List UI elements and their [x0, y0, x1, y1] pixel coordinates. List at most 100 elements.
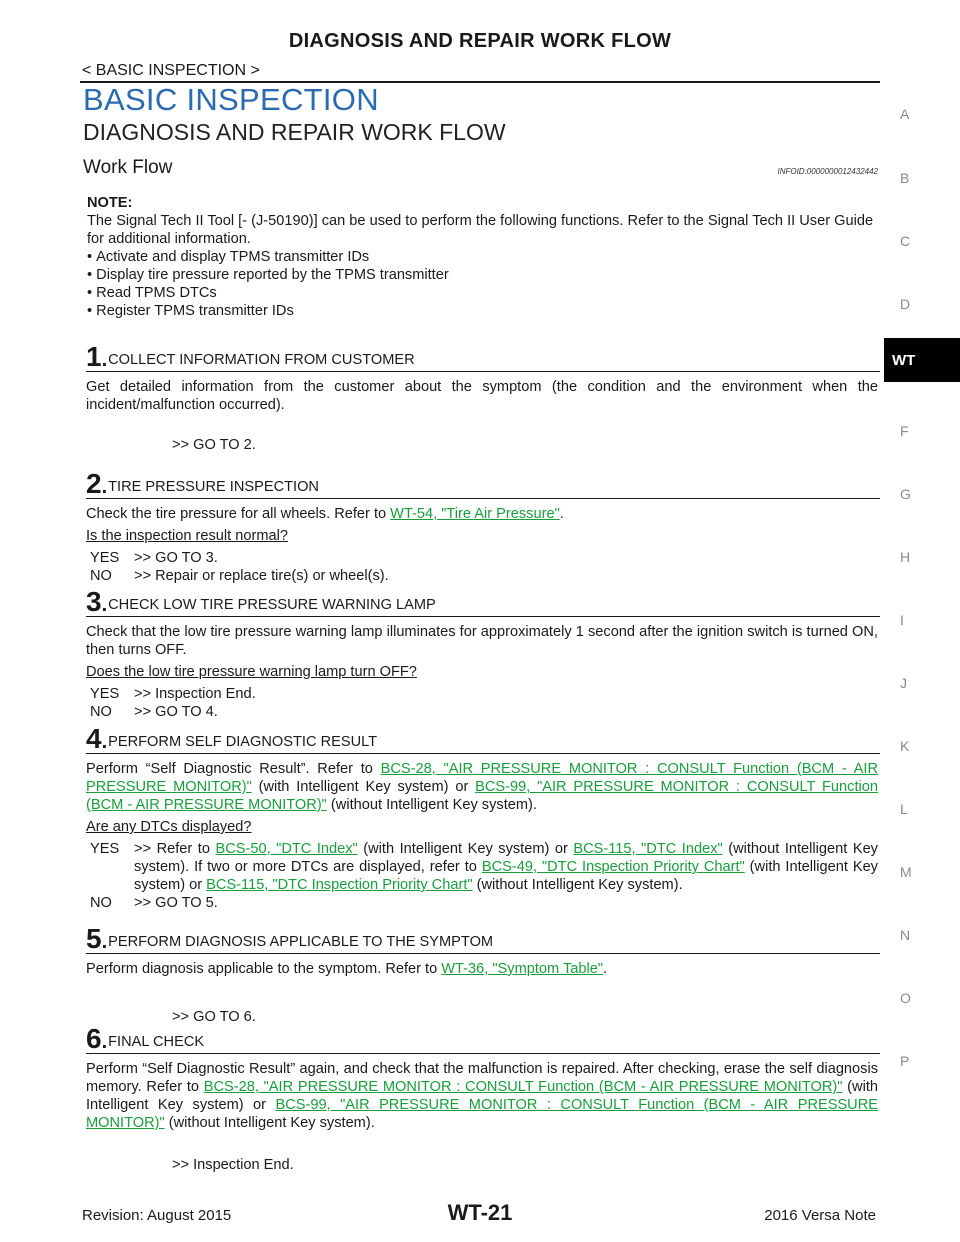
step-header: 4. PERFORM SELF DIAGNOSTIC RESULT: [86, 723, 880, 754]
body-text: Check the tire pressure for all wheels. …: [86, 506, 391, 522]
step-dot: .: [101, 1031, 108, 1053]
side-index-letter[interactable]: H: [900, 549, 911, 565]
side-index-letter[interactable]: F: [900, 423, 909, 439]
step-number: 6: [86, 1023, 102, 1054]
answer-key: YES: [90, 841, 120, 857]
side-index-active-tab[interactable]: WT: [884, 338, 960, 382]
answer-text: (with Intelligent Key system) or: [357, 841, 574, 857]
step-number: 1: [86, 341, 102, 372]
step-1: 1. COLLECT INFORMATION FROM CUSTOMER Get…: [86, 341, 880, 454]
step-question: Are any DTCs displayed?: [86, 819, 252, 835]
ref-link-bcs28[interactable]: BCS-28, "AIR PRESSURE MONITOR : CONSULT …: [86, 761, 878, 795]
side-index-letter[interactable]: G: [900, 486, 911, 502]
body-text: Perform “Self Diagnostic Result” again, …: [86, 1061, 878, 1095]
ref-link-bcs99[interactable]: BCS-99, "AIR PRESSURE MONITOR : CONSULT …: [86, 779, 878, 813]
ref-link-wt36[interactable]: WT-36, "Symptom Table": [441, 961, 604, 977]
answer-value: >> GO TO 5.: [134, 895, 218, 911]
note-block: NOTE: The Signal Tech II Tool [- (J-5019…: [87, 194, 877, 320]
answer-text: (without Intelligent Key system).: [472, 877, 683, 893]
step-number: 2: [86, 468, 102, 499]
step-question: Is the inspection result normal?: [86, 528, 288, 544]
step-body: Get detailed information from the custom…: [86, 379, 878, 413]
side-index-letter[interactable]: B: [900, 170, 910, 186]
step-title: TIRE PRESSURE INSPECTION: [108, 479, 319, 495]
side-index-letter[interactable]: P: [900, 1053, 910, 1069]
note-item: Read TPMS DTCs: [87, 284, 877, 302]
side-index-letter[interactable]: D: [900, 296, 911, 312]
step-title: PERFORM SELF DIAGNOSTIC RESULT: [108, 734, 378, 750]
step-number: 3: [86, 586, 102, 617]
answer-no: NO>> GO TO 5.: [90, 894, 878, 912]
answer-no: NO >> Repair or replace tire(s) or wheel(…: [90, 567, 878, 585]
ref-link-bcs115-priority[interactable]: BCS-115, "DTC Inspection Priority Chart": [206, 877, 473, 893]
answer-text: (with Intelligent Key system) or: [134, 859, 878, 893]
step-title: COLLECT INFORMATION FROM CUSTOMER: [108, 352, 415, 368]
section-title: BASIC INSPECTION: [83, 82, 379, 117]
step-header: 6. FINAL CHECK: [86, 1023, 880, 1054]
side-index-letter[interactable]: C: [900, 233, 911, 249]
side-index-letter[interactable]: K: [900, 738, 910, 754]
step-5: 5. PERFORM DIAGNOSIS APPLICABLE TO THE S…: [86, 925, 880, 1026]
answer-value: >> Inspection End.: [134, 686, 256, 702]
body-text: .: [603, 961, 608, 977]
body-text: Perform diagnosis applicable to the symp…: [86, 961, 442, 977]
subsection-title: DIAGNOSIS AND REPAIR WORK FLOW: [83, 119, 506, 145]
step-header: 5. PERFORM DIAGNOSIS APPLICABLE TO THE S…: [86, 925, 880, 954]
side-index-letter[interactable]: N: [900, 927, 911, 943]
side-index-letter[interactable]: I: [900, 612, 904, 628]
step-dot: .: [101, 476, 108, 498]
step-dot: .: [101, 731, 108, 753]
answers: YES >> GO TO 3. NO >> Repair or replace ti…: [90, 549, 880, 585]
ref-link-bcs50[interactable]: BCS-50, "DTC Index": [215, 841, 358, 857]
step-header: 1. COLLECT INFORMATION FROM CUSTOMER: [86, 341, 880, 372]
step-goto: >> GO TO 2.: [172, 437, 256, 453]
header-rule: [80, 81, 880, 83]
side-index-letter[interactable]: A: [900, 106, 910, 122]
step-goto: >> GO TO 6.: [172, 1009, 256, 1025]
step-dot: .: [101, 349, 108, 371]
ref-link-wt54[interactable]: WT-54, "Tire Air Pressure": [390, 506, 560, 522]
note-text: The Signal Tech II Tool [- (J-50190)] ca…: [87, 213, 874, 247]
answer-value: >> Repair or replace tire(s) or wheel(s)…: [134, 568, 389, 584]
ref-link-bcs49[interactable]: BCS-49, "DTC Inspection Priority Chart": [481, 859, 745, 875]
step-title: PERFORM DIAGNOSIS APPLICABLE TO THE SYMP…: [108, 934, 494, 950]
step-title: CHECK LOW TIRE PRESSURE WARNING LAMP: [108, 597, 436, 613]
step-header: 3. CHECK LOW TIRE PRESSURE WARNING LAMP: [86, 586, 880, 617]
step-dot: .: [101, 594, 108, 616]
side-index-letter[interactable]: J: [900, 675, 907, 691]
footer-page-number: WT-21: [447, 1200, 513, 1225]
answer-value: >> GO TO 3.: [134, 550, 218, 566]
page-header-title: DIAGNOSIS AND REPAIR WORK FLOW: [288, 30, 672, 52]
step-2: 2. TIRE PRESSURE INSPECTION Check the ti…: [86, 468, 880, 585]
side-index-letter[interactable]: O: [900, 990, 911, 1006]
step-4: 4. PERFORM SELF DIAGNOSTIC RESULT Perfor…: [86, 723, 880, 912]
answer-yes: YES >> GO TO 3.: [90, 549, 878, 567]
answer-no: NO >> GO TO 4.: [90, 703, 878, 721]
answer-key: NO: [90, 568, 112, 584]
ref-link-bcs28[interactable]: BCS-28, "AIR PRESSURE MONITOR : CONSULT …: [203, 1079, 843, 1095]
step-header: 2. TIRE PRESSURE INSPECTION: [86, 468, 880, 499]
answer-yes: YES >> Refer to BCS-50, "DTC Index" (wit…: [90, 840, 878, 894]
topic-title: Work Flow: [83, 157, 173, 178]
step-number: 4: [86, 723, 102, 754]
footer-model: 2016 Versa Note: [764, 1207, 876, 1224]
step-body: Check that the low tire pressure warning…: [86, 624, 878, 658]
body-text: (with Intelligent Key system) or: [86, 1079, 878, 1113]
ref-link-bcs115[interactable]: BCS-115, "DTC Index": [573, 841, 723, 857]
answer-key: NO: [90, 704, 112, 720]
step-dot: .: [101, 931, 108, 953]
note-label: NOTE:: [87, 195, 133, 211]
answer-text: (without Intelligent Key system). If two…: [134, 841, 878, 875]
step-6: 6. FINAL CHECK Perform “Self Diagnostic …: [86, 1023, 880, 1174]
body-text: .: [559, 506, 564, 522]
note-item: Activate and display TPMS transmitter ID…: [87, 248, 877, 266]
answer-yes: YES>> Inspection End.: [90, 685, 878, 703]
answers: YES >> Refer to BCS-50, "DTC Index" (wit…: [90, 840, 880, 912]
footer-revision: Revision: August 2015: [82, 1207, 232, 1224]
note-item: Register TPMS transmitter IDs: [87, 302, 877, 320]
ref-link-bcs99[interactable]: BCS-99, "AIR PRESSURE MONITOR : CONSULT …: [86, 1097, 878, 1131]
answer-key: YES: [90, 550, 120, 566]
answer-value: >> GO TO 4.: [134, 704, 218, 720]
side-index-letter[interactable]: L: [900, 801, 908, 817]
side-index-letter[interactable]: M: [900, 864, 912, 880]
